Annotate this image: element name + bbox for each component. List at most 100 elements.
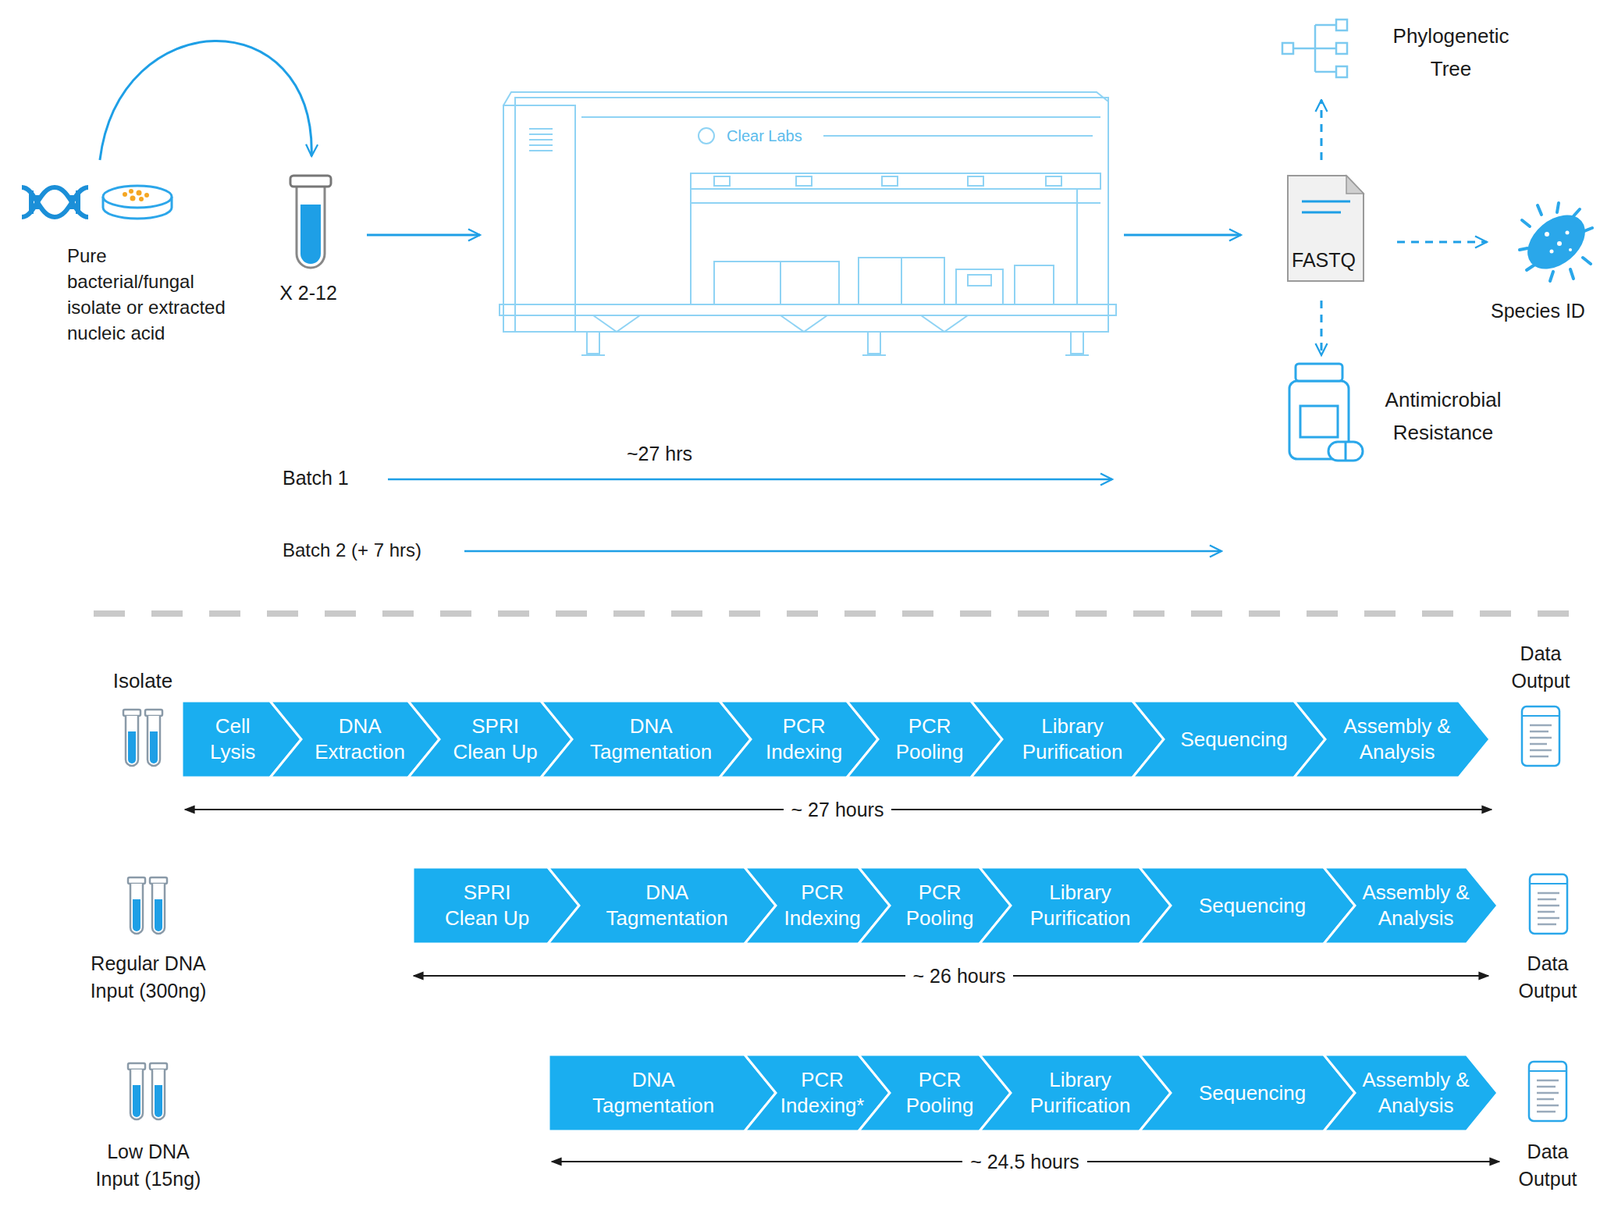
chevron-shape: [547, 867, 776, 944]
duration-arrows: [184, 809, 1500, 1162]
chevron-shape: [412, 867, 580, 944]
dashed-arrow: [1320, 99, 1323, 160]
node-label: Species ID: [1490, 298, 1597, 323]
data-file-icon: [1528, 1061, 1567, 1121]
sequencer-machine: [867, 331, 881, 354]
icon-node: Phylogenetic Tree: [1272, 10, 1569, 100]
step-label: DNA Tagmentation: [586, 1066, 720, 1119]
chevron-shape: [540, 700, 751, 778]
bacterium-icon: [1521, 220, 1530, 227]
medicine-icon: [1295, 363, 1343, 381]
duration-label: ~ 26 hours: [905, 963, 1014, 988]
data-file-icon: [1521, 706, 1560, 766]
chevron-shape: [1323, 867, 1498, 944]
icon-node: Antimicrobial Resistance: [1276, 355, 1554, 469]
tree-icon: [1282, 19, 1348, 78]
text-label: Data Output: [1508, 949, 1587, 1005]
process-chevron: Assembly & Analysis: [1323, 1054, 1498, 1131]
bacterium-icon: [1582, 257, 1591, 264]
bacterium-icon: [1550, 249, 1554, 254]
chevron-shape: [979, 867, 1171, 944]
chevron-shape: [270, 700, 440, 778]
node-label: FASTQ: [1245, 248, 1402, 272]
sequencer-machine: [515, 97, 1109, 332]
bacterium-icon: [1517, 202, 1596, 281]
bacterium-icon: [1565, 231, 1570, 235]
step-label: Sequencing: [1194, 892, 1312, 919]
tree-icon: [1315, 71, 1337, 74]
flow-arrow: [99, 40, 312, 160]
chevron-shape: [979, 1054, 1171, 1131]
sequencer-machine: [581, 116, 1101, 118]
step-label: Cell Lysis: [205, 713, 260, 765]
chevron-shape: [412, 867, 580, 944]
tree-icon: [1336, 19, 1348, 31]
step-label: PCR Pooling: [900, 879, 979, 932]
chevron-shape: [408, 700, 573, 778]
process-chevron: Sequencing: [1139, 1054, 1355, 1131]
petri-dish: [144, 192, 150, 198]
duration-label: ~ 24.5 hours: [962, 1149, 1088, 1174]
node-label: Antimicrobial Resistance: [1365, 383, 1522, 449]
sequencer-machine: [586, 331, 600, 354]
bacterium-icon: [1572, 209, 1580, 217]
bacterium-icon: [1557, 202, 1559, 213]
step-label: Sequencing: [1194, 1080, 1312, 1106]
sequencer-machine: [689, 188, 692, 305]
dashed-arrow: [1397, 240, 1487, 243]
process-chevron: PCR Indexing: [719, 700, 879, 778]
medicine-icon: [1328, 441, 1363, 461]
petri-dish: [103, 185, 172, 208]
process-chevron: DNA Tagmentation: [547, 867, 776, 944]
sequencer-machine: [529, 144, 553, 146]
chevron-shape: [719, 700, 879, 778]
chevron-shape: [979, 867, 1171, 944]
step-label: Library Purification: [1025, 879, 1135, 932]
sequencer-machine: [780, 261, 840, 305]
text-label: Data Output: [1501, 640, 1580, 695]
sequencer-machine: [503, 105, 576, 332]
step-label: Library Purification: [1025, 1066, 1135, 1119]
medicine-icon: [1344, 441, 1348, 461]
process-chevron: DNA Tagmentation: [540, 700, 751, 778]
step-label: PCR Pooling: [890, 713, 969, 765]
dna-icon: [21, 187, 89, 217]
text-label: Isolate: [113, 668, 174, 694]
node-label: Clear Labs: [726, 126, 836, 146]
sequencer-machine: [714, 261, 781, 305]
bacterium-icon: [1557, 241, 1562, 246]
dashed-arrow: [1320, 300, 1323, 356]
icon-node: Clear Labs: [480, 81, 1124, 367]
batch-arrows: [387, 478, 1113, 481]
sequencer-machine: [503, 92, 1109, 106]
chevron-shape: [540, 700, 751, 778]
bacterium-icon: [1568, 248, 1572, 252]
duration-label: ~ 27 hours: [783, 797, 893, 822]
chevron-shape: [1323, 867, 1498, 944]
sequencer-machine: [1014, 265, 1054, 305]
fastq-file-icon: [1301, 200, 1351, 203]
sequencer-machine: [593, 315, 640, 332]
step-label: SPRI Clean Up: [450, 713, 541, 765]
tree-icon: [1336, 66, 1348, 78]
petri-dish: [136, 190, 143, 196]
sequencer-machine: [529, 138, 553, 141]
sequencer-machine: [499, 92, 1117, 356]
chevron-shape: [1294, 700, 1490, 778]
process-chevron: Library Purification: [970, 700, 1164, 778]
sequencer-machine: [967, 176, 984, 186]
dna-icon: [21, 187, 89, 217]
sequencer-machine: [1070, 331, 1084, 354]
process-chevron: DNA Extraction: [270, 700, 440, 778]
step-label: DNA Tagmentation: [584, 713, 718, 765]
chevron-shape: [547, 867, 776, 944]
chevron-shape: [408, 700, 573, 778]
flow-arrow: [1123, 234, 1241, 237]
petri-dish: [122, 192, 128, 197]
tree-icon: [1315, 47, 1337, 50]
step-label: Assembly & Analysis: [1340, 713, 1455, 765]
flow-arrow: [366, 234, 480, 237]
sequencer-machine: [967, 274, 992, 286]
batch-arrows: [464, 550, 1222, 553]
